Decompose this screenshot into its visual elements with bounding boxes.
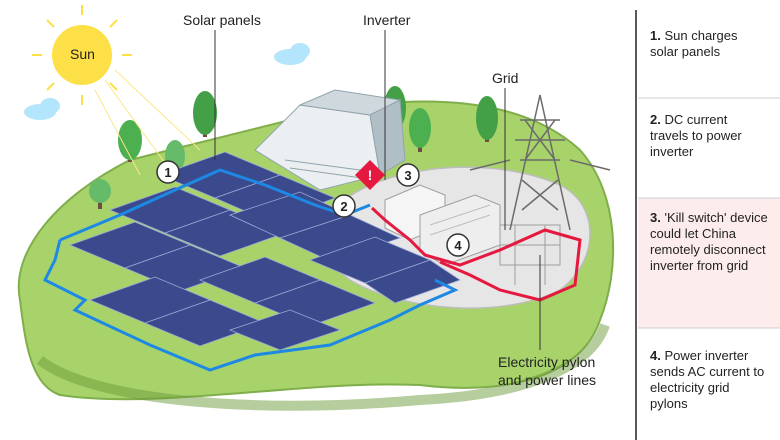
step-2-text: DC current travels to power inverter <box>650 112 742 159</box>
warning-symbol: ! <box>368 167 373 183</box>
cloud-icon <box>274 43 310 65</box>
callout-3: 3 <box>396 163 420 187</box>
step-3-text: 'Kill switch' device could let China rem… <box>650 210 768 273</box>
solar-panel-array <box>68 151 461 351</box>
tree <box>89 179 111 209</box>
label-grid: Grid <box>492 70 519 86</box>
inverter-units <box>384 184 501 266</box>
callout-2: 2 <box>332 194 356 218</box>
step-2-number: 2. <box>650 112 661 127</box>
step-1-number: 1. <box>650 28 661 43</box>
step-3-number: 3. <box>650 210 661 225</box>
electricity-pylon <box>469 94 611 231</box>
step-3-highlight <box>638 198 780 328</box>
ac-cable <box>370 206 582 302</box>
callout-4-number: 4 <box>454 238 462 253</box>
tree <box>193 91 217 137</box>
step-4-number: 4. <box>650 348 661 363</box>
label-pylon: Electricity pylon and power lines <box>498 354 597 388</box>
cloud-icon <box>24 98 60 120</box>
step-4-text: Power inverter sends AC current to elect… <box>650 348 765 411</box>
trees <box>89 86 498 209</box>
sun-icon <box>32 5 201 176</box>
factory-building <box>254 89 406 191</box>
ground-edge <box>36 323 610 411</box>
step-4: 4. Power inverter sends AC current to el… <box>650 348 768 412</box>
step-1-text: Sun charges solar panels <box>650 28 738 59</box>
callout-1: 1 <box>156 160 180 184</box>
callout-3-number: 3 <box>404 168 411 183</box>
label-solar-panels: Solar panels <box>183 12 261 28</box>
tree <box>409 108 431 152</box>
step-3: 3. 'Kill switch' device could let China … <box>650 210 768 274</box>
warning-icon: ! <box>355 160 385 190</box>
callout-4: 4 <box>446 233 470 257</box>
label-inverter: Inverter <box>363 12 411 28</box>
label-sun: Sun <box>70 46 95 62</box>
step-1: 1. Sun charges solar panels <box>650 28 768 60</box>
callout-1-number: 1 <box>164 165 171 180</box>
tree <box>476 96 498 142</box>
callout-2-number: 2 <box>340 199 347 214</box>
step-2: 2. DC current travels to power inverter <box>650 112 768 160</box>
